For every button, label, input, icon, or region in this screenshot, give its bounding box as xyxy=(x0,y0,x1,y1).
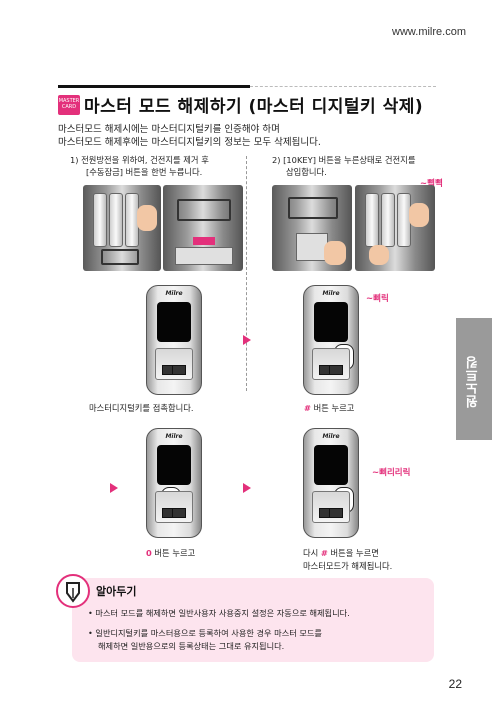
website-url: www.milre.com xyxy=(392,26,466,38)
10key-press-photo xyxy=(272,185,352,271)
tip-item-2: • 일반디지털키를 마스터용으로 등록하여 사용한 경우 마스터 모드를 xyxy=(88,628,322,638)
sound-effect-ppirik: ~삐릭 xyxy=(366,294,389,304)
door-lock-device-3: Milre xyxy=(146,428,202,538)
caption-touch-key: 마스터디지털키를 접촉합니다. xyxy=(89,403,194,413)
battery-insert-photo xyxy=(355,185,435,271)
manual-lock-button-photo xyxy=(163,185,243,271)
chapter-side-tab: 원노트킹 xyxy=(456,318,492,440)
tip-item-2-cont: 해제하면 일반용으로의 등록상태는 그대로 유지됩니다. xyxy=(98,641,285,651)
caption-press-zero: 0 버튼 누르고 xyxy=(146,548,196,558)
battery-removal-photo xyxy=(83,185,161,271)
step1-line-1: 1) 전원방전을 위하여, 건전지를 제거 후 xyxy=(70,155,209,165)
section-rule xyxy=(58,85,250,88)
tip-box xyxy=(72,578,434,662)
tip-title: 알아두기 xyxy=(96,585,137,598)
page-number: 22 xyxy=(448,677,462,691)
sound-effect-ppiririk: ~삐리리릭 xyxy=(372,468,411,478)
caption-press-hash-again: 다시 # 버튼을 누르면 xyxy=(303,548,379,558)
step1-line-2: [수동잠금] 버튼을 한번 누릅니다. xyxy=(86,167,203,177)
caption-master-released: 마스터모드가 해제됩니다. xyxy=(303,561,393,571)
sound-effect-ppikppik: ~삑삑 xyxy=(420,179,443,189)
door-lock-device-1: Milre xyxy=(146,285,202,395)
step-divider xyxy=(246,156,247,391)
arrow-right-icon xyxy=(110,483,118,493)
caption-press-hash: # 버튼 누르고 xyxy=(304,403,355,413)
door-lock-device-2: Milre xyxy=(303,285,359,395)
arrow-right-icon xyxy=(243,335,251,345)
tip-item-1: • 마스터 모드를 해제하면 일반사용자 사용중지 설정은 자동으로 해제됩니다… xyxy=(88,608,350,618)
arrow-right-icon xyxy=(243,483,251,493)
step2-line-2: 삽입합니다. xyxy=(286,167,327,177)
step2-line-1: 2) [10KEY] 버튼을 누른상태로 건전지를 xyxy=(272,155,416,165)
pen-nib-icon xyxy=(56,574,90,608)
section-rule-dotted xyxy=(250,86,436,87)
intro-line-2: 마스터모드 해제후에는 마스터디지털키의 정보는 모두 삭제됩니다. xyxy=(58,137,321,148)
section-title: 마스터 모드 해제하기 (마스터 디지털키 삭제) xyxy=(84,97,424,117)
intro-line-1: 마스터모드 해제시에는 마스터디지털키를 인증해야 하며 xyxy=(58,124,280,135)
door-lock-device-4: Milre xyxy=(303,428,359,538)
